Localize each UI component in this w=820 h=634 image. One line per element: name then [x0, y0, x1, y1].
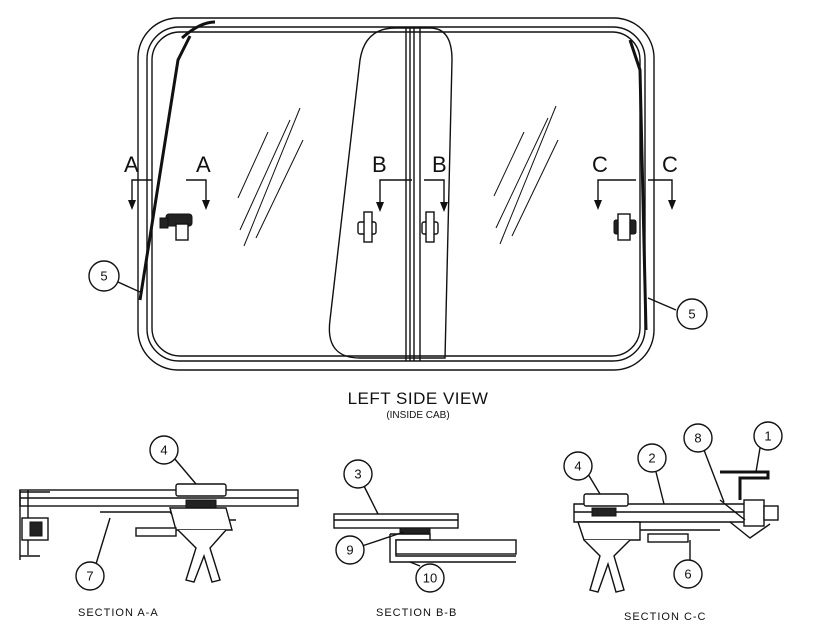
section-bb-drawing — [333, 513, 517, 563]
section-mark-a-left: A — [124, 152, 139, 177]
latch-right-icon — [613, 213, 637, 241]
center-divider — [405, 27, 421, 361]
callout-cc-1: 1 — [753, 421, 783, 473]
callout-bb-9: 9 — [335, 531, 405, 565]
section-mark-a-right: A — [196, 152, 211, 177]
svg-text:1: 1 — [764, 429, 771, 444]
svg-text:3: 3 — [354, 467, 361, 482]
callout-aa-4: 4 — [149, 435, 197, 485]
callout-cc-6: 6 — [673, 540, 703, 589]
section-mark-c-right: C — [662, 152, 678, 177]
callout-bb-10: 10 — [409, 561, 445, 593]
svg-text:2: 2 — [648, 451, 655, 466]
section-cc-caption: SECTION C-C — [624, 611, 707, 623]
section-marker-a — [128, 179, 210, 210]
callout-cc-2: 2 — [637, 443, 667, 505]
latch-center-left-icon — [357, 211, 377, 243]
svg-text:5: 5 — [100, 269, 107, 284]
svg-text:5: 5 — [688, 307, 695, 322]
callout-main-left: 5 — [88, 260, 141, 293]
svg-text:6: 6 — [684, 567, 691, 582]
view-title: LEFT SIDE VIEW — [348, 389, 489, 408]
section-bb-caption: SECTION B-B — [376, 607, 457, 619]
section-marker-b — [376, 179, 448, 212]
svg-text:4: 4 — [160, 443, 167, 458]
svg-text:10: 10 — [423, 571, 437, 586]
callout-bb-3: 3 — [343, 459, 379, 515]
sliding-glass-panel — [328, 27, 453, 359]
callout-cc-4: 4 — [563, 451, 601, 495]
glass-reflections-right — [493, 105, 559, 245]
view-subtitle: (INSIDE CAB) — [386, 410, 449, 421]
latch-center-right-icon — [421, 211, 439, 243]
section-aa-drawing — [19, 483, 299, 583]
latch-left-icon — [159, 213, 193, 241]
glass-reflections-left — [237, 107, 304, 247]
section-cc-drawing — [573, 470, 779, 593]
svg-text:8: 8 — [694, 431, 701, 446]
callout-main-right: 5 — [647, 297, 708, 330]
right-seal-strip — [628, 39, 648, 331]
section-marker-c — [594, 179, 676, 210]
section-mark-b-right: B — [432, 152, 447, 177]
section-aa-caption: SECTION A-A — [78, 607, 159, 619]
callout-aa-7: 7 — [75, 517, 111, 591]
svg-text:9: 9 — [346, 543, 353, 558]
svg-text:7: 7 — [86, 569, 93, 584]
svg-text:4: 4 — [574, 459, 581, 474]
callout-cc-8: 8 — [683, 423, 725, 503]
window-frame — [137, 17, 655, 371]
section-mark-b-left: B — [372, 152, 387, 177]
section-mark-c-left: C — [592, 152, 608, 177]
left-seal-strip — [138, 35, 192, 301]
